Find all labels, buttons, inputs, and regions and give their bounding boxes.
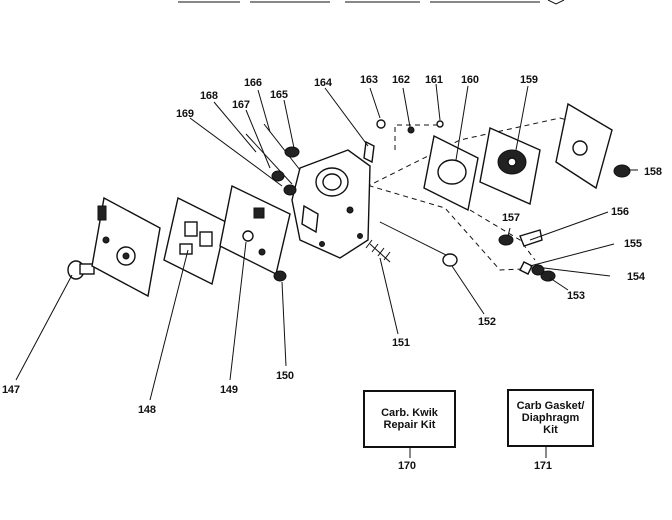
label-166: 166 (244, 77, 262, 89)
label-171: 171 (534, 460, 552, 472)
label-158: 158 (644, 166, 662, 178)
label-169: 169 (176, 108, 194, 120)
label-159: 159 (520, 74, 538, 86)
cropped-header-marks (178, 0, 565, 5)
repair-kit-line-2: Repair Kit (383, 419, 436, 431)
gasket-kit-line-1: Carb Gasket/ (516, 400, 585, 412)
part-160-diaphragm (479, 127, 541, 205)
label-151: 151 (392, 337, 410, 349)
label-150: 150 (276, 370, 294, 382)
part-150-spring (273, 270, 287, 282)
label-163: 163 (360, 74, 378, 86)
label-149: 149 (220, 384, 238, 396)
label-170: 170 (398, 460, 416, 472)
part-148-end-plate (91, 196, 161, 298)
label-152: 152 (478, 316, 496, 328)
part-152-shaft (379, 221, 458, 267)
label-154: 154 (627, 271, 645, 283)
part-147-screw (67, 260, 95, 280)
label-147: 147 (2, 384, 20, 396)
small-parts-153-157 (498, 229, 556, 282)
pump-gasket (423, 134, 479, 212)
label-156: 156 (611, 206, 629, 218)
small-parts-161-169 (245, 119, 444, 196)
label-148: 148 (138, 404, 156, 416)
part-149-gasket (163, 196, 227, 286)
label-167: 167 (232, 99, 250, 111)
repair-kit-line-1: Carb. Kwik (381, 407, 438, 419)
label-164: 164 (314, 77, 332, 89)
label-153: 153 (567, 290, 585, 302)
label-160: 160 (461, 74, 479, 86)
carb-kwik-repair-kit-box: Carb. Kwik Repair Kit (363, 390, 456, 448)
label-162: 162 (392, 74, 410, 86)
label-155: 155 (624, 238, 642, 250)
label-161: 161 (425, 74, 443, 86)
carburetor-body (291, 149, 371, 259)
label-165: 165 (270, 89, 288, 101)
gasket-kit-line-3: Kit (543, 424, 558, 436)
metering-diaphragm (219, 184, 291, 276)
leader-lines (15, 83, 638, 458)
part-151-spring (365, 239, 391, 263)
part-158-screw (613, 164, 631, 178)
carb-gasket-diaphragm-kit-box: Carb Gasket/ Diaphragm Kit (507, 389, 594, 447)
gasket-kit-line-2: Diaphragm (521, 412, 580, 424)
label-168: 168 (200, 90, 218, 102)
part-159-cover (555, 102, 613, 190)
label-157: 157 (502, 212, 520, 224)
